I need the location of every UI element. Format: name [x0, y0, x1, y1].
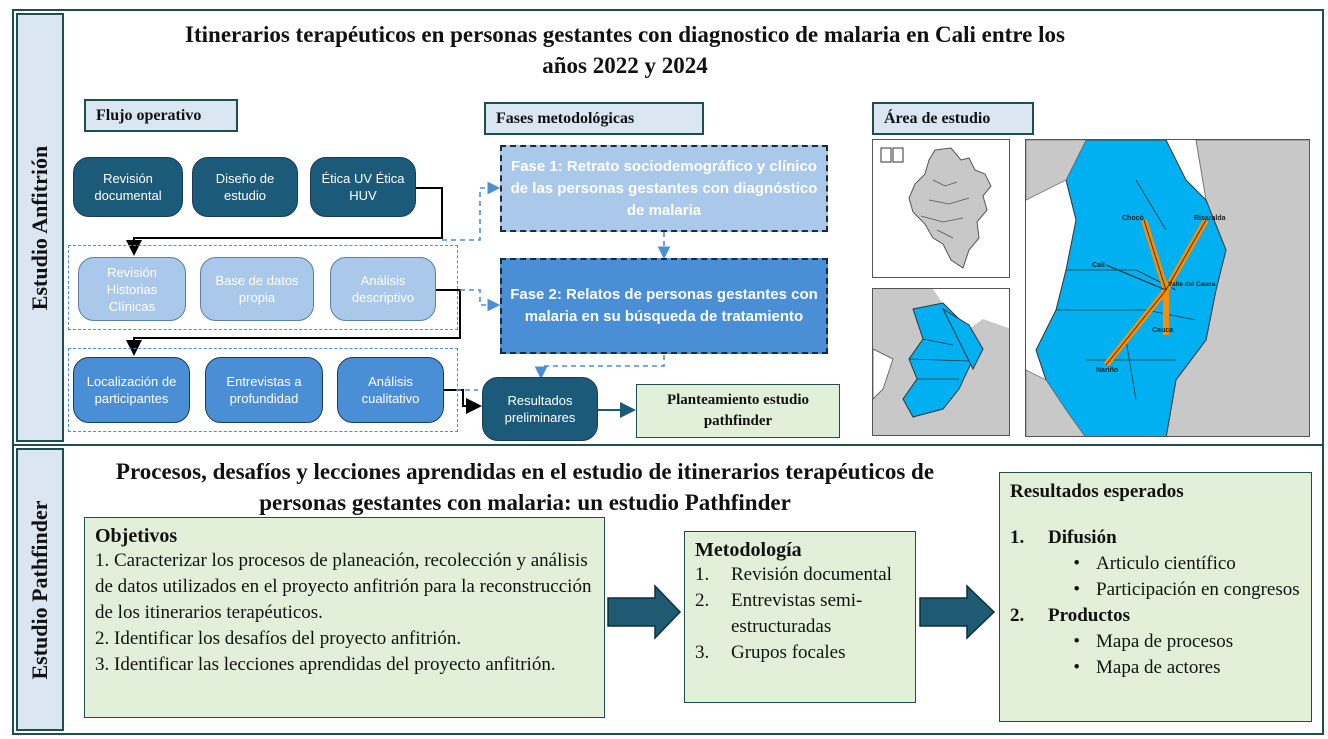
pill-revision-historias: Revisión Historias Clínicas	[78, 257, 186, 321]
metodologia-item-3: 3. Grupos focales	[695, 642, 846, 663]
fase-2-box: Fase 2: Relatos de personas gestantes co…	[500, 258, 828, 354]
group-row3	[68, 348, 458, 432]
metodologia-item-2: 2. Entrevistas semi-estructuradas	[695, 590, 863, 637]
map-label-cauca: Cauca	[1152, 327, 1173, 334]
group-row2	[68, 245, 458, 330]
flow-line-row3-resultados	[444, 389, 482, 414]
box-resultados-esperados: Resultados esperados 1. Difusión • Artic…	[999, 472, 1312, 722]
map-label-cali: Cali	[1092, 262, 1105, 269]
label-fases-metodologicas: Fases metodológicas	[484, 102, 704, 135]
map-label-choco: Chocó	[1122, 215, 1144, 222]
route-arrows	[1103, 218, 1209, 367]
productos-item-1: • Mapa de procesos	[1073, 631, 1234, 652]
section-divider	[12, 444, 1324, 446]
pill-analisis-cualitativo: Análisis cualitativo	[337, 357, 444, 423]
dash-line-fase2-resultados	[534, 355, 665, 380]
top-title: Itinerarios terapéuticos en personas ges…	[185, 22, 1065, 78]
productos-item-2: • Mapa de actores	[1073, 657, 1221, 678]
big-arrow-2	[919, 584, 996, 640]
big-arrow-1	[607, 584, 682, 640]
resultados-title: Resultados esperados	[1010, 481, 1184, 502]
map-label-risaralda: Risaralda	[1194, 215, 1226, 222]
pill-revision-documental: Revisión documental	[73, 157, 183, 217]
flow-line-row1-row2	[126, 187, 443, 256]
difusion-item-2: • Participación en congresos	[1073, 579, 1300, 600]
map-label-narino: Nariño	[1096, 367, 1118, 374]
difusion-heading: 1. Difusión	[1010, 527, 1117, 548]
bottom-title: Procesos, desafíos y lecciones aprendida…	[115, 459, 935, 515]
metodologia-item-1: 1. Revisión documental	[695, 564, 892, 585]
box-planteamiento: Planteamiento estudio pathfinder	[636, 384, 840, 438]
fase-1-box: Fase 1: Retrato sociodemográfico y clíni…	[500, 145, 828, 232]
objetivo-2: 2. Identificar los desafíos del proyecto…	[95, 628, 462, 649]
side-label-anfitrion: Estudio Anfitrión	[16, 13, 64, 442]
box-metodologia: Metodología 1. Revisión documental 2. En…	[684, 531, 916, 703]
pill-entrevistas: Entrevistas a profundidad	[205, 357, 323, 423]
detail-map-svg: Chocó Risaralda Cali Valle del Cauca Cau…	[1026, 140, 1309, 436]
dash-line-fase1	[442, 181, 501, 241]
outer-frame	[12, 9, 1324, 735]
region-map-svg	[873, 289, 1009, 435]
map-detail: Chocó Risaralda Cali Valle del Cauca Cau…	[1025, 139, 1310, 437]
box-objetivos: Objetivos 1. Caracterizar los procesos d…	[84, 517, 605, 718]
map-label-valle: Valle del Cauca	[1168, 281, 1216, 288]
pill-base-datos: Base de datos propia	[200, 257, 314, 321]
map-colombia	[872, 139, 1010, 278]
map-region	[872, 288, 1010, 436]
side-label-pathfinder: Estudio Pathfinder	[16, 448, 64, 731]
objetivos-title: Objetivos	[95, 525, 178, 547]
metodologia-title: Metodología	[695, 539, 802, 561]
dash-line-fase2	[460, 289, 501, 312]
flow-line-row2-row3	[126, 289, 461, 356]
productos-heading: 2. Productos	[1010, 605, 1130, 626]
difusion-item-1: • Articulo científico	[1073, 553, 1236, 574]
pill-localizacion: Localización de participantes	[73, 357, 190, 423]
objetivo-1: 1. Caracterizar los procesos de planeaci…	[95, 550, 592, 623]
colombia-map-svg	[880, 147, 992, 269]
pill-diseno-estudio: Diseño de estudio	[192, 157, 298, 217]
label-area-estudio: Área de estudio	[872, 102, 1034, 135]
pill-resultados-preliminares: Resultados preliminares	[482, 377, 598, 441]
label-flujo-operativo: Flujo operativo	[84, 99, 238, 132]
objetivo-3: 3. Identificar las lecciones aprendidas …	[95, 654, 556, 675]
pill-etica: Ética UV Ética HUV	[310, 157, 416, 217]
pill-analisis-descriptivo: Análisis descriptivo	[330, 257, 436, 321]
